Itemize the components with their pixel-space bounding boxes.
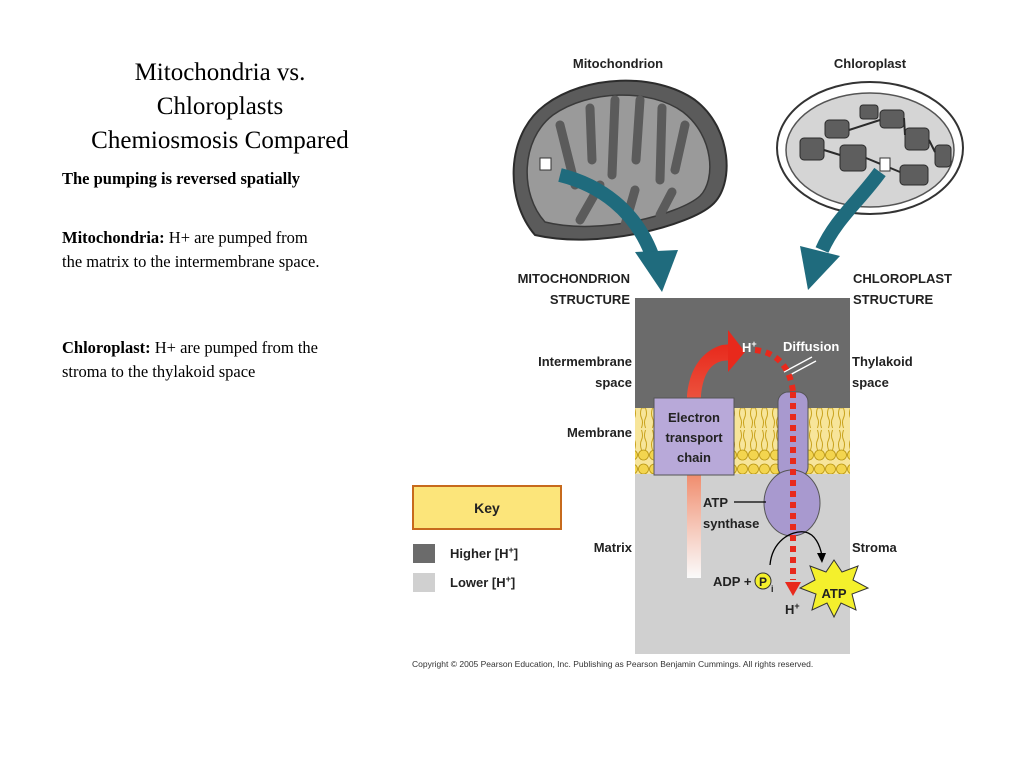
mito-text-1: H+ are pumped from <box>168 228 308 247</box>
chloroplast-illustration <box>776 81 964 215</box>
mito-text-2: the matrix to the intermembrane space. <box>62 252 320 271</box>
copyright-notice: Copyright © 2005 Pearson Education, Inc.… <box>412 659 813 669</box>
mitochondrion-illustration <box>512 79 728 241</box>
key-higher-swatch <box>413 544 435 563</box>
slide-title: Mitochondria vs. Chloroplasts Chemiosmos… <box>60 56 380 158</box>
thylakoid-label-2: space <box>852 375 889 390</box>
chloro-paragraph: Chloroplast: H+ are pumped from the stro… <box>62 336 392 384</box>
diffusion-pointer <box>783 356 817 377</box>
key-lower-swatch <box>413 573 435 592</box>
diffusion-arrow <box>754 347 801 596</box>
chloroplast-heading: Chloroplast <box>834 56 907 71</box>
intermembrane-label-1: Intermembrane <box>538 354 632 369</box>
membrane-label: Membrane <box>567 425 632 440</box>
chloro-text-2: stroma to the thylakoid space <box>62 362 256 381</box>
etc-label-1: Electron <box>668 410 720 425</box>
electron-transport-chain <box>653 397 735 476</box>
reaction-arrow <box>769 531 823 566</box>
etc-label-2: transport <box>665 430 723 445</box>
mito-structure-label-1: MITOCHONDRION <box>518 271 630 286</box>
chloro-label: Chloroplast: <box>62 338 151 357</box>
atp-label: ATP <box>821 586 846 601</box>
mito-label: Mitochondria: <box>62 228 165 247</box>
phosphate-label: P <box>759 575 767 589</box>
diffusion-label: Diffusion <box>783 339 839 354</box>
mitochondrion-heading: Mitochondrion <box>573 56 663 71</box>
stroma-label: Stroma <box>852 540 898 555</box>
title-line-1: Mitochondria vs. <box>134 59 306 86</box>
zoom-arrows <box>558 167 886 292</box>
legend: Key Higher [H+] Lower [H+] <box>412 485 562 592</box>
intermembrane-label-2: space <box>595 375 632 390</box>
key-lower-label: Lower [H+] <box>450 574 515 590</box>
key-box <box>412 485 562 530</box>
synthase-label-2: synthase <box>703 516 759 531</box>
title-line-3: Chemiosmosis Compared <box>91 127 349 154</box>
phosphate-circle <box>754 572 772 590</box>
mito-structure-label-2: STRUCTURE <box>550 292 630 307</box>
key-higher-label: Higher [H+] <box>450 545 518 561</box>
adp-label: ADP + <box>713 574 752 589</box>
chloro-text-1: H+ are pumped from the <box>154 338 319 357</box>
synthase-label-1: ATP <box>703 495 728 510</box>
phosphate-subscript: i <box>771 584 774 594</box>
thylakoid-label-1: Thylakoid <box>852 354 913 369</box>
h-plus-top: H+ <box>742 339 757 355</box>
reaction-arrowhead <box>817 553 826 563</box>
atp-star <box>798 559 870 619</box>
mito-paragraph: Mitochondria: H+ are pumped from the mat… <box>62 226 392 274</box>
matrix-label: Matrix <box>594 540 633 555</box>
h-plus-bottom: H+ <box>785 601 800 617</box>
chloro-structure-label-2: STRUCTURE <box>853 292 933 307</box>
etc-label-3: chain <box>677 450 711 465</box>
key-title: Key <box>474 500 500 516</box>
title-line-2: Chloroplasts <box>156 93 284 120</box>
chloro-structure-label-1: CHLOROPLAST <box>853 271 952 286</box>
subtitle: The pumping is reversed spatially <box>62 169 301 188</box>
